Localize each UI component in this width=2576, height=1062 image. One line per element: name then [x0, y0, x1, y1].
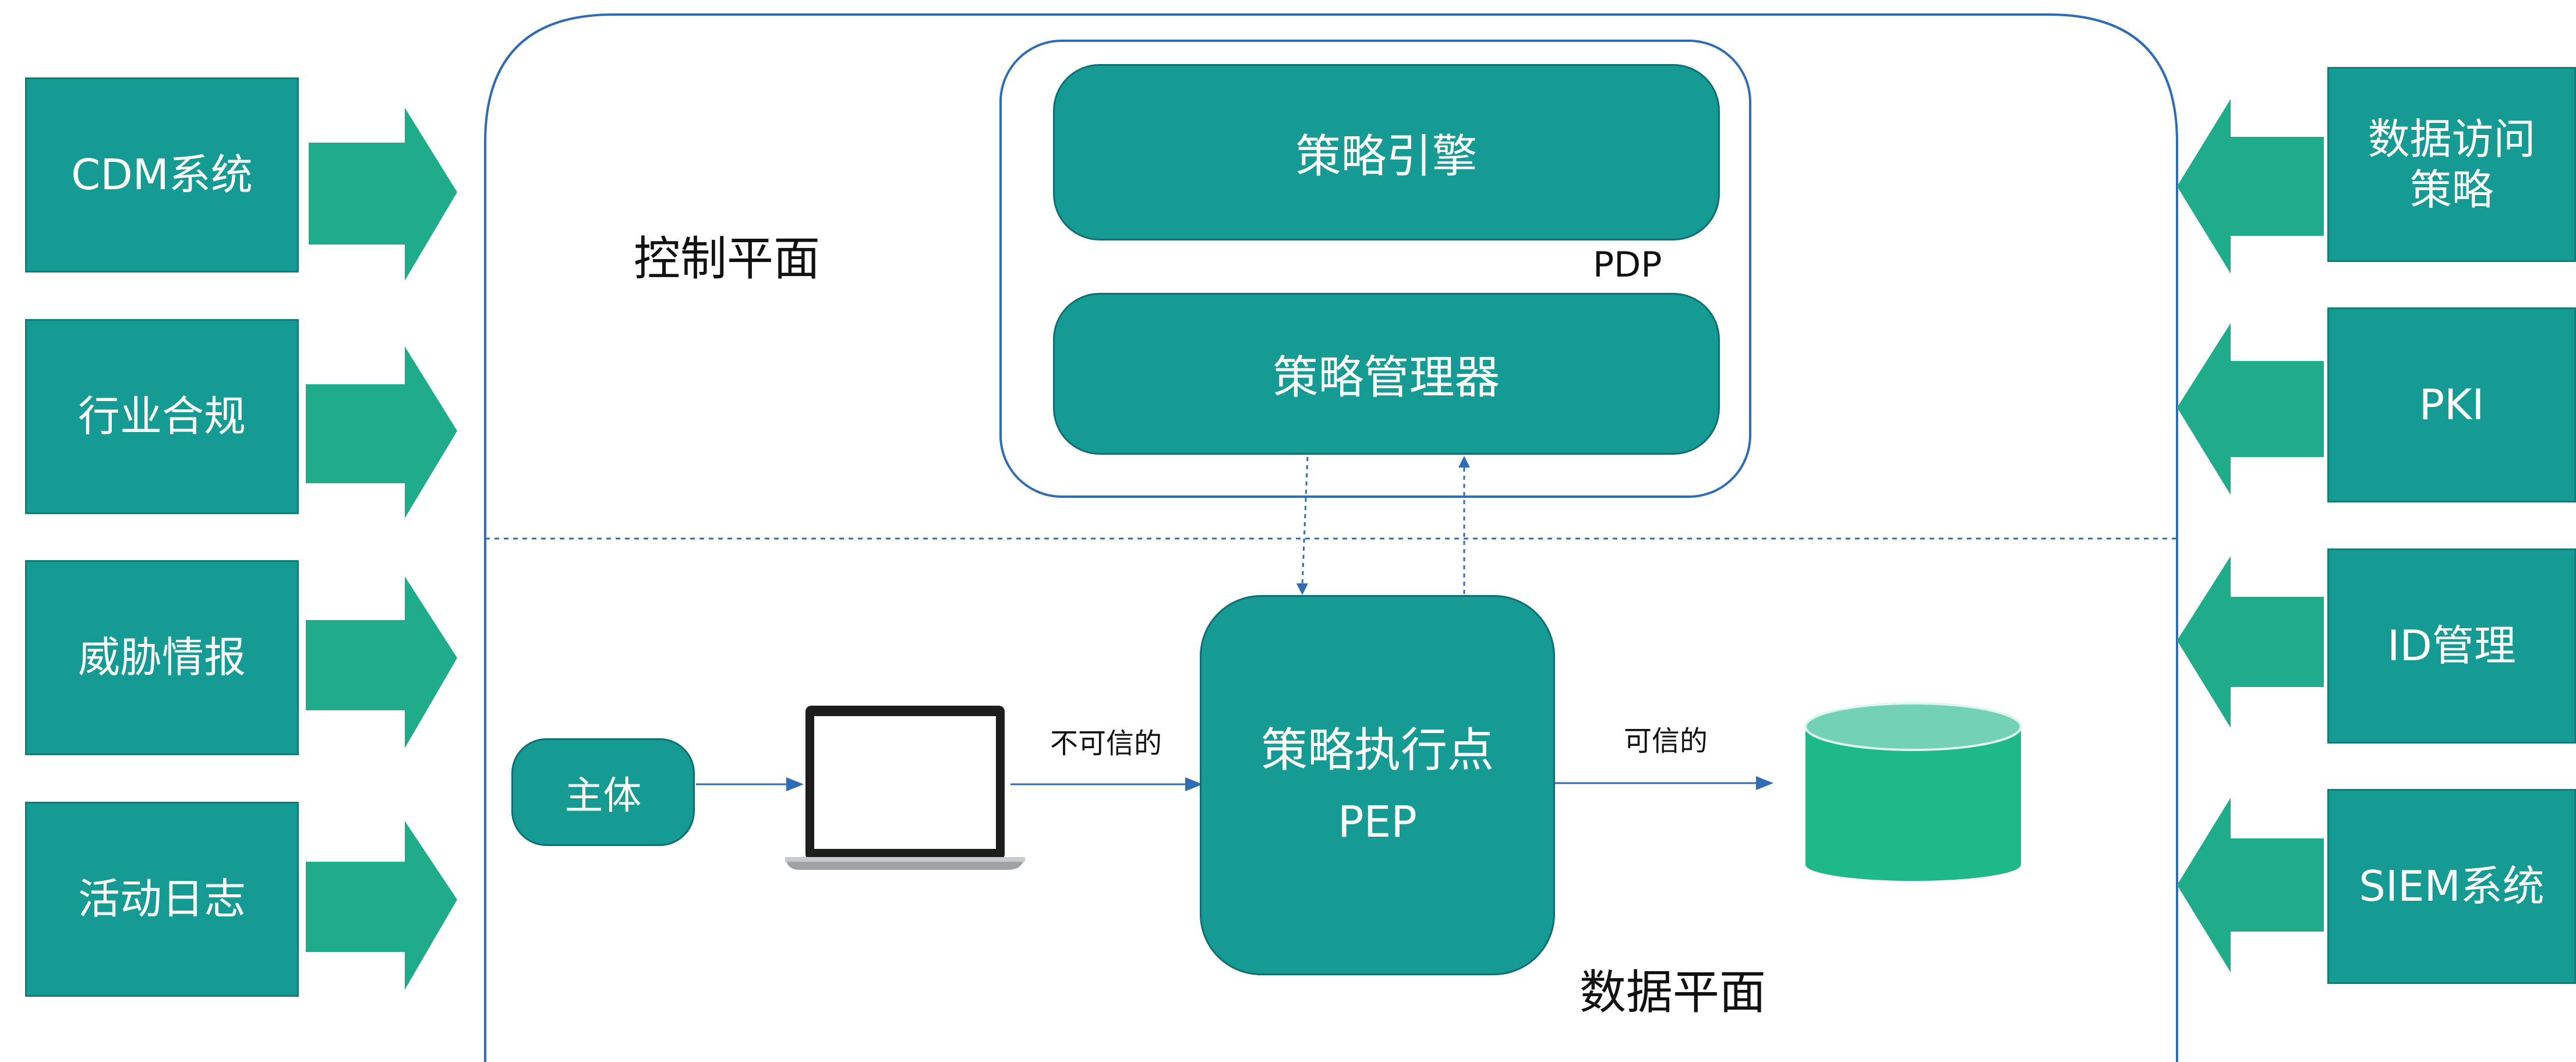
database-icon: [1804, 702, 2022, 881]
left-arrow-2: [306, 346, 457, 518]
source-cdm-system: CDM系统: [25, 77, 299, 272]
source-threat-intelligence: 威胁情报: [25, 560, 299, 755]
pdp-container: [999, 40, 1751, 498]
pep-abbrev: PEP: [1337, 797, 1417, 848]
left-arrow-4: [306, 821, 457, 990]
source-data-access-policy-label: 数据访问 策略: [2367, 115, 2536, 214]
source-id-management: ID管理: [2327, 548, 2576, 744]
laptop-icon: [785, 706, 1025, 870]
subject-box: 主体: [511, 738, 695, 846]
right-arrow-1: [2177, 99, 2324, 274]
source-data-access-policy: 数据访问 策略: [2327, 67, 2576, 262]
trusted-edge-label: 可信的: [1624, 725, 1708, 757]
source-pki-label: PKI: [2419, 380, 2485, 430]
pdp-label: PDP: [1593, 245, 1662, 285]
source-siem-system: SIEM系统: [2327, 789, 2576, 984]
left-arrow-1: [309, 108, 457, 281]
main-container: [484, 13, 2178, 1062]
data-plane-label: 数据平面: [1579, 965, 1766, 1019]
control-plane-label: 控制平面: [634, 232, 820, 286]
right-arrow-4: [2177, 798, 2324, 972]
source-threat-intelligence-label: 威胁情报: [77, 633, 246, 682]
subject-label: 主体: [564, 773, 642, 818]
source-siem-system-label: SIEM系统: [2359, 862, 2545, 911]
source-id-management-label: ID管理: [2387, 621, 2516, 671]
source-industry-compliance: 行业合规: [25, 319, 299, 514]
untrusted-edge-label: 不可信的: [1050, 727, 1162, 760]
source-activity-logs-label: 活动日志: [77, 875, 246, 924]
pdp-to-pep-connector: [1301, 456, 1309, 586]
right-arrow-3: [2177, 556, 2324, 728]
pep-title: 策略执行点: [1261, 723, 1494, 778]
source-industry-compliance-label: 行业合规: [77, 392, 246, 441]
source-activity-logs: 活动日志: [25, 802, 299, 997]
policy-engine-label: 策略引擎: [1295, 130, 1478, 183]
pep-box: 策略执行点 PEP: [1200, 595, 1555, 975]
source-cdm-system-label: CDM系统: [71, 150, 253, 200]
source-pki: PKI: [2327, 307, 2576, 502]
policy-administrator-label: 策略管理器: [1273, 352, 1500, 404]
policy-engine-box: 策略引擎: [1053, 64, 1720, 240]
left-arrow-3: [306, 576, 457, 748]
policy-administrator-box: 策略管理器: [1053, 293, 1720, 455]
right-arrow-2: [2177, 323, 2324, 495]
